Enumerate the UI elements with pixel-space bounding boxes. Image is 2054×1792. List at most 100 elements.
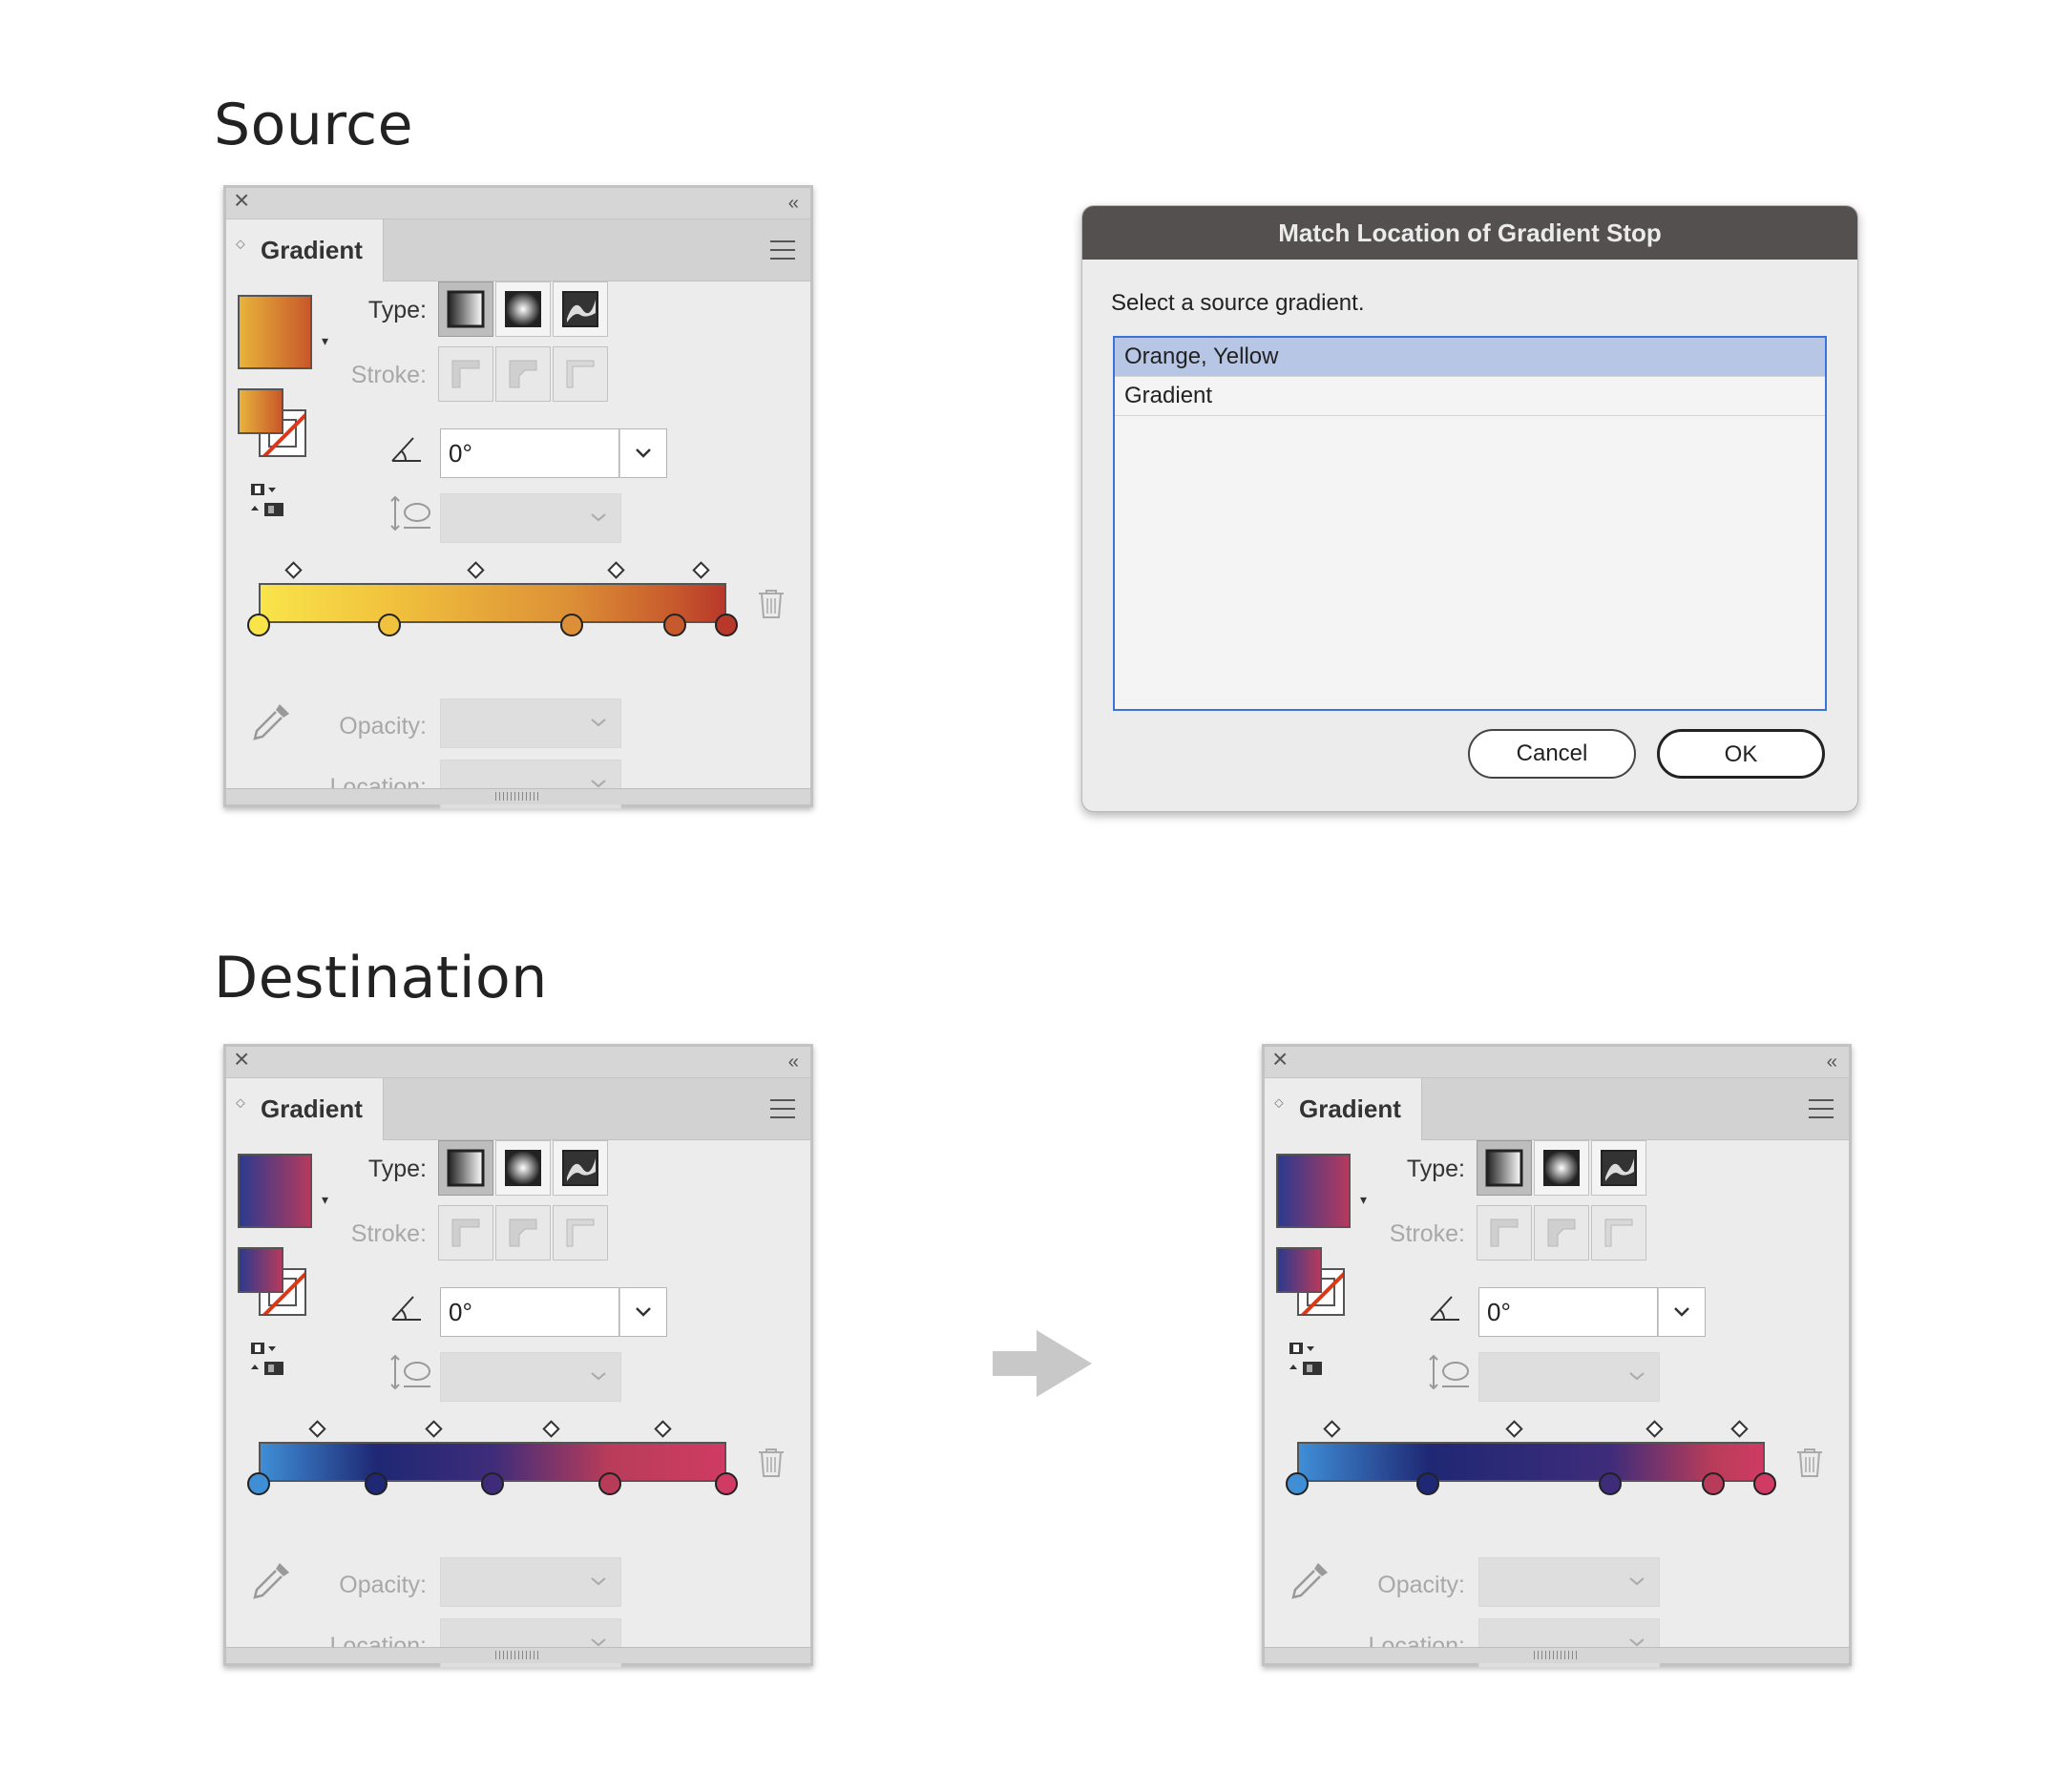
eyedropper-icon[interactable] — [251, 1559, 293, 1601]
hamburger-menu-icon[interactable] — [1809, 1099, 1834, 1118]
gradient-fill-swatch[interactable] — [238, 295, 312, 369]
midpoint-diamond[interactable] — [1729, 1420, 1749, 1438]
radial-gradient-button[interactable] — [495, 281, 551, 337]
gradient-bar[interactable] — [1297, 1442, 1765, 1482]
midpoint-diamond[interactable] — [425, 1420, 443, 1438]
gradient-stop[interactable] — [378, 614, 402, 636]
gradient-fill-swatch[interactable] — [1276, 1154, 1351, 1228]
panel-resize-bar[interactable] — [1265, 1647, 1849, 1663]
gradient-stop[interactable] — [1416, 1472, 1440, 1495]
source-title: Source — [214, 92, 414, 158]
reverse-gradient-icon[interactable] — [249, 1341, 287, 1379]
angle-input[interactable]: 0° — [1478, 1287, 1658, 1337]
gradient-stop[interactable] — [597, 1472, 621, 1495]
aspect-ratio-dropdown — [440, 1352, 621, 1402]
close-icon[interactable]: × — [234, 185, 250, 215]
midpoint-diamond[interactable] — [467, 561, 485, 579]
close-icon[interactable]: × — [234, 1044, 250, 1073]
stroke-within-icon — [1490, 1219, 1519, 1247]
angle-value: 0° — [449, 1298, 472, 1326]
midpoint-diamond[interactable] — [1323, 1420, 1341, 1438]
midpoint-diamond[interactable] — [284, 561, 303, 579]
gradient-stop[interactable] — [481, 1472, 504, 1495]
radial-gradient-button[interactable] — [1534, 1140, 1589, 1196]
stroke-across-icon — [566, 1219, 595, 1247]
angle-dropdown-button[interactable] — [1658, 1287, 1706, 1337]
reverse-gradient-icon[interactable] — [1288, 1341, 1326, 1379]
angle-input[interactable]: 0° — [440, 428, 619, 478]
gradient-stop[interactable] — [364, 1472, 388, 1495]
gradient-bar[interactable] — [259, 583, 726, 623]
midpoint-diamond[interactable] — [307, 1420, 326, 1438]
gradient-slider[interactable] — [247, 561, 738, 636]
angle-dropdown-button[interactable] — [619, 1287, 667, 1337]
panel-resize-bar[interactable] — [226, 1647, 810, 1663]
gradient-stop[interactable] — [715, 1472, 738, 1495]
close-icon[interactable]: × — [1272, 1044, 1289, 1073]
gradient-slider[interactable] — [247, 1420, 738, 1495]
gradient-stop[interactable] — [715, 614, 738, 636]
gradient-slider[interactable] — [1286, 1420, 1776, 1495]
reverse-gradient-icon[interactable] — [249, 482, 287, 520]
hamburger-menu-icon[interactable] — [770, 240, 795, 260]
panel-resize-bar[interactable] — [226, 788, 810, 804]
resize-grip-icon[interactable] — [495, 1651, 541, 1659]
eyedropper-icon[interactable] — [251, 700, 293, 742]
gradient-stop[interactable] — [1753, 1472, 1776, 1495]
gradient-stop[interactable] — [1286, 1472, 1309, 1495]
gradient-stop[interactable] — [1599, 1472, 1623, 1495]
double-chevron-left-icon[interactable]: ‹‹ — [787, 1052, 799, 1073]
opacity-dropdown — [440, 1557, 621, 1607]
freeform-gradient-button[interactable] — [553, 281, 608, 337]
radial-gradient-button[interactable] — [495, 1140, 551, 1196]
stroke-within-icon — [451, 1219, 480, 1247]
resize-grip-icon[interactable] — [495, 792, 541, 801]
stroke-within-button — [1477, 1205, 1532, 1261]
panel-tab-strip: ⬦ Gradient — [226, 219, 810, 281]
freeform-gradient-button[interactable] — [553, 1140, 608, 1196]
gradient-fill-swatch[interactable] — [238, 1154, 312, 1228]
double-chevron-left-icon[interactable]: ‹‹ — [1826, 1052, 1837, 1073]
expand-arrows-icon[interactable]: ⬦ — [236, 236, 245, 251]
cancel-button[interactable]: Cancel — [1468, 729, 1636, 779]
hamburger-menu-icon[interactable] — [770, 1099, 795, 1118]
midpoint-diamond[interactable] — [691, 561, 710, 579]
linear-gradient-button[interactable] — [438, 1140, 493, 1196]
expand-arrows-icon[interactable]: ⬦ — [236, 1094, 245, 1110]
swatch-dropdown-icon[interactable]: ▾ — [322, 1192, 329, 1207]
stroke-across-icon — [1604, 1219, 1633, 1247]
gradient-stop[interactable] — [560, 614, 584, 636]
eyedropper-icon[interactable] — [1289, 1559, 1331, 1601]
resize-grip-icon[interactable] — [1534, 1651, 1580, 1659]
gradient-stop[interactable] — [663, 614, 687, 636]
gradient-list-item[interactable]: Orange, Yellow — [1115, 338, 1825, 377]
stroke-label: Stroke: — [350, 1220, 427, 1247]
angle-dropdown-button[interactable] — [619, 428, 667, 478]
stroke-across-button — [553, 346, 608, 402]
double-chevron-left-icon[interactable]: ‹‹ — [787, 193, 799, 214]
midpoint-diamond[interactable] — [541, 1420, 560, 1438]
midpoint-diamond[interactable] — [607, 561, 625, 579]
midpoint-diamond[interactable] — [1645, 1420, 1664, 1438]
fill-swatch[interactable] — [238, 1247, 283, 1293]
linear-gradient-button[interactable] — [438, 281, 493, 337]
gradient-list-item[interactable]: Gradient — [1115, 377, 1825, 416]
tab-gradient[interactable]: ⬦ Gradient — [1265, 1078, 1422, 1140]
angle-input[interactable]: 0° — [440, 1287, 619, 1337]
tab-gradient[interactable]: ⬦ Gradient — [226, 1078, 384, 1140]
gradient-stop[interactable] — [1702, 1472, 1726, 1495]
swatch-dropdown-icon[interactable]: ▾ — [322, 333, 329, 348]
linear-gradient-button[interactable] — [1477, 1140, 1532, 1196]
gradient-stop[interactable] — [247, 614, 270, 636]
expand-arrows-icon[interactable]: ⬦ — [1274, 1094, 1284, 1110]
tab-gradient[interactable]: ⬦ Gradient — [226, 219, 384, 281]
midpoint-diamond[interactable] — [654, 1420, 672, 1438]
freeform-gradient-button[interactable] — [1591, 1140, 1646, 1196]
ok-button[interactable]: OK — [1657, 729, 1825, 779]
fill-swatch[interactable] — [1276, 1247, 1322, 1293]
gradient-stop[interactable] — [247, 1472, 270, 1495]
swatch-dropdown-icon[interactable]: ▾ — [1360, 1192, 1368, 1207]
midpoint-diamond[interactable] — [1505, 1420, 1523, 1438]
fill-swatch[interactable] — [238, 388, 283, 434]
